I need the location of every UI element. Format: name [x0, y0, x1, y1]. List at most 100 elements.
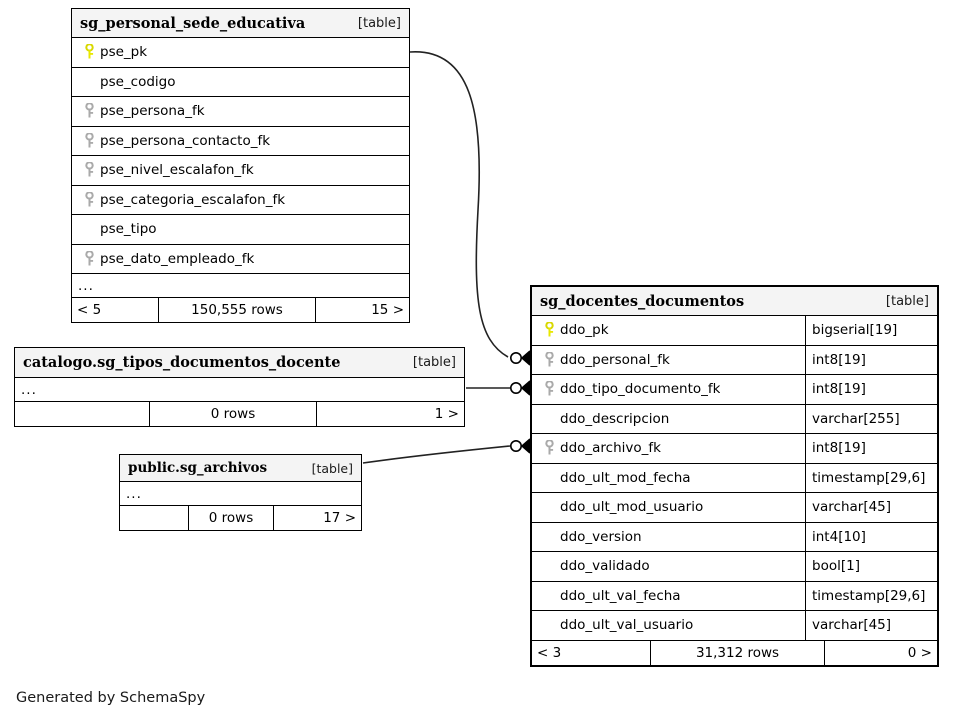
column-name: pse_persona_contacto_fk: [100, 132, 271, 149]
table-header[interactable]: catalogo.sg_tipos_documentos_docente [ta…: [15, 348, 464, 378]
column-row-ddo-validado[interactable]: ddo_validado bool[1]: [532, 552, 937, 582]
column-row-ddo-ult-val-fecha[interactable]: ddo_ult_val_fecha timestamp[29,6]: [532, 581, 937, 611]
column-row-ddo-pk[interactable]: ddo_pk bigserial[19]: [532, 316, 937, 346]
column-type-cell: varchar[45]: [805, 611, 937, 640]
column-row-pse-dato-empleado-fk[interactable]: pse_dato_empleado_fk: [72, 244, 409, 274]
column-type: varchar[45]: [812, 617, 892, 634]
column-name-cell: ddo_version: [532, 523, 805, 552]
column-name: pse_pk: [100, 44, 148, 61]
column-name: ddo_ult_val_usuario: [560, 617, 694, 634]
table-sg-docentes-documentos[interactable]: sg_docentes_documentos [table] ddo_pk bi…: [530, 285, 939, 667]
column-name-cell: ddo_ult_val_fecha: [532, 582, 805, 611]
table-footer: < 3 31,312 rows 0 >: [532, 640, 937, 665]
table-title: public.sg_archivos: [128, 460, 268, 476]
footer-child-count[interactable]: 0 >: [907, 644, 932, 661]
footer-parent-count[interactable]: < 5: [77, 302, 102, 318]
column-type: int8[19]: [812, 440, 866, 457]
column-row-pse-persona-fk[interactable]: pse_persona_fk: [72, 97, 409, 127]
more-columns-indicator: ...: [120, 482, 361, 506]
column-row-pse-codigo[interactable]: pse_codigo: [72, 67, 409, 97]
column-name-cell: ddo_ult_mod_usuario: [532, 493, 805, 522]
foreign-key-icon: [538, 351, 560, 368]
column-row-pse-tipo[interactable]: pse_tipo: [72, 215, 409, 245]
column-name-cell: ddo_validado: [532, 552, 805, 581]
edge-archivos-to-docentes: [362, 438, 531, 464]
column-type: varchar[45]: [812, 499, 892, 516]
foreign-key-icon: [78, 191, 100, 208]
column-name: pse_tipo: [100, 221, 157, 238]
table-title: catalogo.sg_tipos_documentos_docente: [23, 354, 341, 371]
table-footer: 0 rows 17 >: [120, 506, 361, 530]
foreign-key-icon: [78, 103, 100, 119]
footer-child-count[interactable]: 1 >: [434, 406, 459, 422]
column-type: int8[19]: [812, 381, 866, 398]
column-name-cell: ddo_pk: [532, 316, 805, 345]
more-columns-indicator: ...: [15, 378, 464, 402]
column-row-ddo-archivo-fk[interactable]: ddo_archivo_fk int8[19]: [532, 434, 937, 464]
footer-parent-count[interactable]: [120, 506, 188, 530]
footer-row-count: 0 rows: [188, 506, 274, 530]
column-name-cell: pse_codigo: [72, 68, 409, 97]
column-row-pse-nivel-escalafon-fk[interactable]: pse_nivel_escalafon_fk: [72, 156, 409, 186]
column-type-cell: timestamp[29,6]: [805, 581, 937, 610]
column-name: ddo_version: [560, 528, 642, 545]
column-row-ddo-personal-fk[interactable]: ddo_personal_fk int8[19]: [532, 345, 937, 375]
column-name-cell: ddo_ult_val_usuario: [532, 611, 805, 640]
foreign-key-icon: [78, 162, 100, 178]
column-row-ddo-ult-mod-fecha[interactable]: ddo_ult_mod_fecha timestamp[29,6]: [532, 463, 937, 493]
column-name: ddo_validado: [560, 558, 650, 575]
column-name-cell: pse_persona_contacto_fk: [72, 127, 409, 156]
column-name: ddo_ult_mod_fecha: [560, 469, 691, 486]
column-name: pse_codigo: [100, 73, 176, 90]
ellipsis-label: ...: [21, 381, 37, 398]
edge-personal-to-docentes: [409, 51, 531, 366]
table-header[interactable]: public.sg_archivos [table]: [120, 455, 361, 482]
column-name-cell: ddo_descripcion: [532, 405, 805, 434]
column-row-pse-categoria-escalafon-fk[interactable]: pse_categoria_escalafon_fk: [72, 185, 409, 215]
footer-parent-count[interactable]: [15, 402, 149, 426]
column-row-ddo-version[interactable]: ddo_version int4[10]: [532, 522, 937, 552]
column-name: pse_nivel_escalafon_fk: [100, 162, 254, 179]
table-title: sg_personal_sede_educativa: [80, 14, 306, 32]
column-type: int4[10]: [812, 528, 866, 545]
column-row-pse-pk[interactable]: pse_pk: [72, 38, 409, 68]
column-name-cell: pse_tipo: [72, 215, 409, 244]
column-row-ddo-ult-val-usuario[interactable]: ddo_ult_val_usuario varchar[45]: [532, 611, 937, 641]
column-type: varchar[255]: [812, 410, 900, 427]
ellipsis-label: ...: [78, 277, 94, 294]
column-row-pse-persona-contacto-fk[interactable]: pse_persona_contacto_fk: [72, 126, 409, 156]
more-columns-indicator: ...: [72, 274, 409, 298]
column-name: ddo_archivo_fk: [560, 440, 661, 457]
column-name-cell: pse_pk: [72, 38, 409, 67]
column-name: ddo_ult_val_fecha: [560, 587, 681, 604]
footer-parent-count[interactable]: < 3: [537, 644, 562, 661]
table-sg-personal-sede-educativa[interactable]: sg_personal_sede_educativa [table] pse_p…: [71, 8, 410, 323]
column-type-cell: varchar[45]: [805, 493, 937, 522]
column-row-ddo-tipo-documento-fk[interactable]: ddo_tipo_documento_fk int8[19]: [532, 375, 937, 405]
edge-circle-marker: [509, 381, 522, 394]
column-type-cell: int4[10]: [805, 522, 937, 551]
table-type-tag: [table]: [311, 460, 353, 476]
column-name-cell: pse_persona_fk: [72, 97, 409, 126]
foreign-key-icon: [78, 132, 100, 149]
foreign-key-icon: [538, 381, 560, 397]
table-header[interactable]: sg_personal_sede_educativa [table]: [72, 9, 409, 38]
column-row-ddo-ult-mod-usuario[interactable]: ddo_ult_mod_usuario varchar[45]: [532, 493, 937, 523]
column-type-cell: varchar[255]: [805, 404, 937, 433]
generator-credit: Generated by SchemaSpy: [16, 690, 206, 706]
table-catalogo-sg-tipos-documentos-docente[interactable]: catalogo.sg_tipos_documentos_docente [ta…: [14, 347, 465, 427]
edge-circle-marker: [509, 351, 522, 364]
column-name: ddo_personal_fk: [560, 351, 670, 368]
column-name: ddo_descripcion: [560, 410, 670, 427]
table-public-sg-archivos[interactable]: public.sg_archivos [table] ... 0 rows 17…: [119, 454, 362, 531]
table-header[interactable]: sg_docentes_documentos [table]: [532, 287, 937, 316]
footer-child-count[interactable]: 17 >: [323, 510, 356, 526]
table-title: sg_docentes_documentos: [540, 292, 745, 310]
column-type-cell: bool[1]: [805, 552, 937, 581]
column-name-cell: ddo_ult_mod_fecha: [532, 464, 805, 493]
column-name: ddo_pk: [560, 322, 609, 339]
footer-child-count[interactable]: 15 >: [371, 302, 404, 318]
column-name-cell: ddo_archivo_fk: [532, 434, 805, 463]
column-row-ddo-descripcion[interactable]: ddo_descripcion varchar[255]: [532, 404, 937, 434]
